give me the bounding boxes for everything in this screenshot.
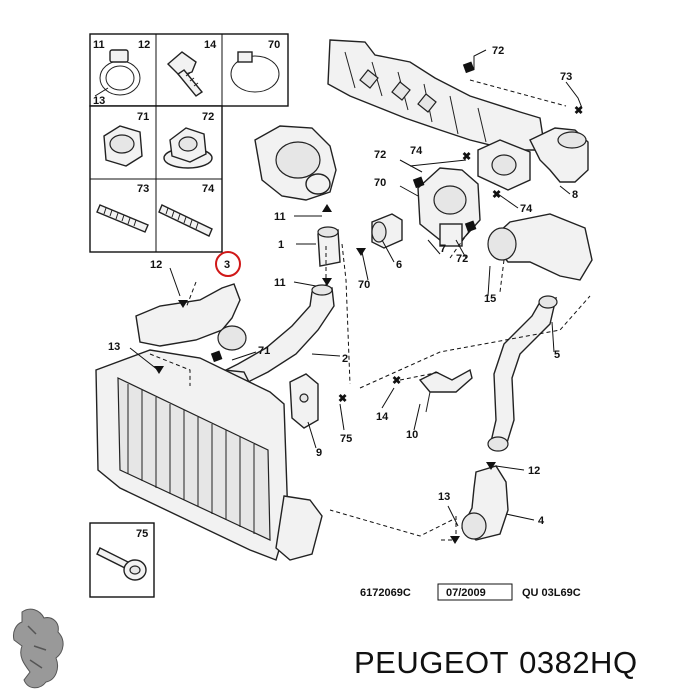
label-13: 13: [93, 95, 105, 107]
hardware-legend-grid: 11 12 13 14 70 71 72 73 74: [89, 33, 289, 253]
leader-lines: [129, 49, 583, 527]
nut-drawing: [103, 125, 143, 167]
peugeot-lion-logo: [13, 608, 64, 689]
label-11-mid: 11: [274, 277, 286, 289]
pipe-5: [487, 295, 558, 452]
label-8: 8: [572, 189, 578, 201]
intercooler: [95, 349, 323, 561]
label-74-egr: 74: [410, 145, 423, 157]
label-14: 14: [376, 411, 389, 423]
sleeve-1: [317, 226, 341, 267]
drawing-number: 6172069C: [360, 587, 411, 599]
hose-clamp-drawing: [94, 49, 141, 97]
label-6: 6: [396, 259, 402, 271]
egr-valve-7: [417, 167, 481, 247]
label-72-valve: 72: [456, 253, 468, 265]
stud-long-drawing: [158, 204, 213, 237]
hose-15: [487, 213, 593, 281]
label-12-lower: 12: [528, 465, 540, 477]
markers: ✖ ✖ ✖ ✖ ✖: [154, 61, 583, 544]
label-11-top: 11: [274, 211, 286, 223]
bracket-9: [289, 373, 319, 429]
stud-drawing: [96, 204, 149, 233]
drawing-date: 07/2009: [446, 587, 486, 599]
drawing-ref: QU 03L69C: [522, 587, 581, 599]
egr-pipe-8: [529, 127, 589, 183]
label-1: 1: [278, 239, 284, 251]
brand-part-title: PEUGEOT 0382HQ: [354, 645, 638, 680]
seal-6: [371, 213, 403, 249]
x-marker-14: ✖: [392, 375, 401, 387]
highlighted-part-3[interactable]: 3: [215, 251, 241, 277]
bolt-75-box: 75: [89, 522, 155, 598]
label-15: 15: [484, 293, 496, 305]
hose-3: [135, 283, 247, 351]
label-75-box: 75: [136, 528, 148, 540]
label-2: 2: [342, 353, 348, 365]
label-72-manifold: 72: [492, 45, 504, 57]
brand-name: PEUGEOT: [354, 645, 509, 680]
label-12-hose: 12: [150, 259, 162, 271]
label-73-egr: 73: [560, 71, 572, 83]
label-5: 5: [554, 349, 560, 361]
x-marker-75: ✖: [338, 393, 347, 405]
label-4: 4: [538, 515, 545, 527]
label-12: 12: [138, 39, 150, 51]
label-7: 7: [440, 243, 446, 255]
bracket-10: [418, 368, 473, 413]
label-3: 3: [224, 259, 230, 271]
label-72-egr: 72: [374, 149, 386, 161]
label-70-seal: 70: [358, 279, 370, 291]
label-75: 75: [340, 433, 352, 445]
label-13-lower: 13: [438, 491, 450, 503]
x-marker-74-a: ✖: [462, 151, 471, 163]
part-number: 0382HQ: [519, 645, 637, 680]
flange-plate: [477, 139, 531, 191]
drawing-codes: 6172069C 07/2009 QU 03L69C: [360, 583, 581, 601]
hose-4: [461, 465, 509, 541]
label-74-flange: 74: [520, 203, 533, 215]
label-70-egr: 70: [374, 177, 386, 189]
label-71: 71: [258, 345, 270, 357]
label-9: 9: [316, 447, 322, 459]
x-marker-73: ✖: [574, 105, 583, 117]
dashed-lines: [149, 79, 591, 541]
label-70: 70: [268, 39, 280, 51]
flange-nut-drawing: [163, 127, 213, 169]
band-clamp-drawing: [230, 51, 280, 93]
label-11: 11: [93, 39, 105, 51]
label-74: 74: [202, 183, 215, 195]
label-71: 71: [137, 111, 149, 123]
x-marker-74-b: ✖: [492, 189, 501, 201]
part-labels: 72 73 72 74 70 8 74 11 1 11 6 70 7 72 15…: [108, 45, 578, 527]
label-72: 72: [202, 111, 214, 123]
label-73: 73: [137, 183, 149, 195]
label-14: 14: [204, 39, 217, 51]
turbocharger: [254, 125, 337, 201]
label-13-left: 13: [108, 341, 120, 353]
label-10: 10: [406, 429, 418, 441]
bolt-drawing: [166, 51, 204, 97]
intake-manifold: [327, 39, 546, 151]
